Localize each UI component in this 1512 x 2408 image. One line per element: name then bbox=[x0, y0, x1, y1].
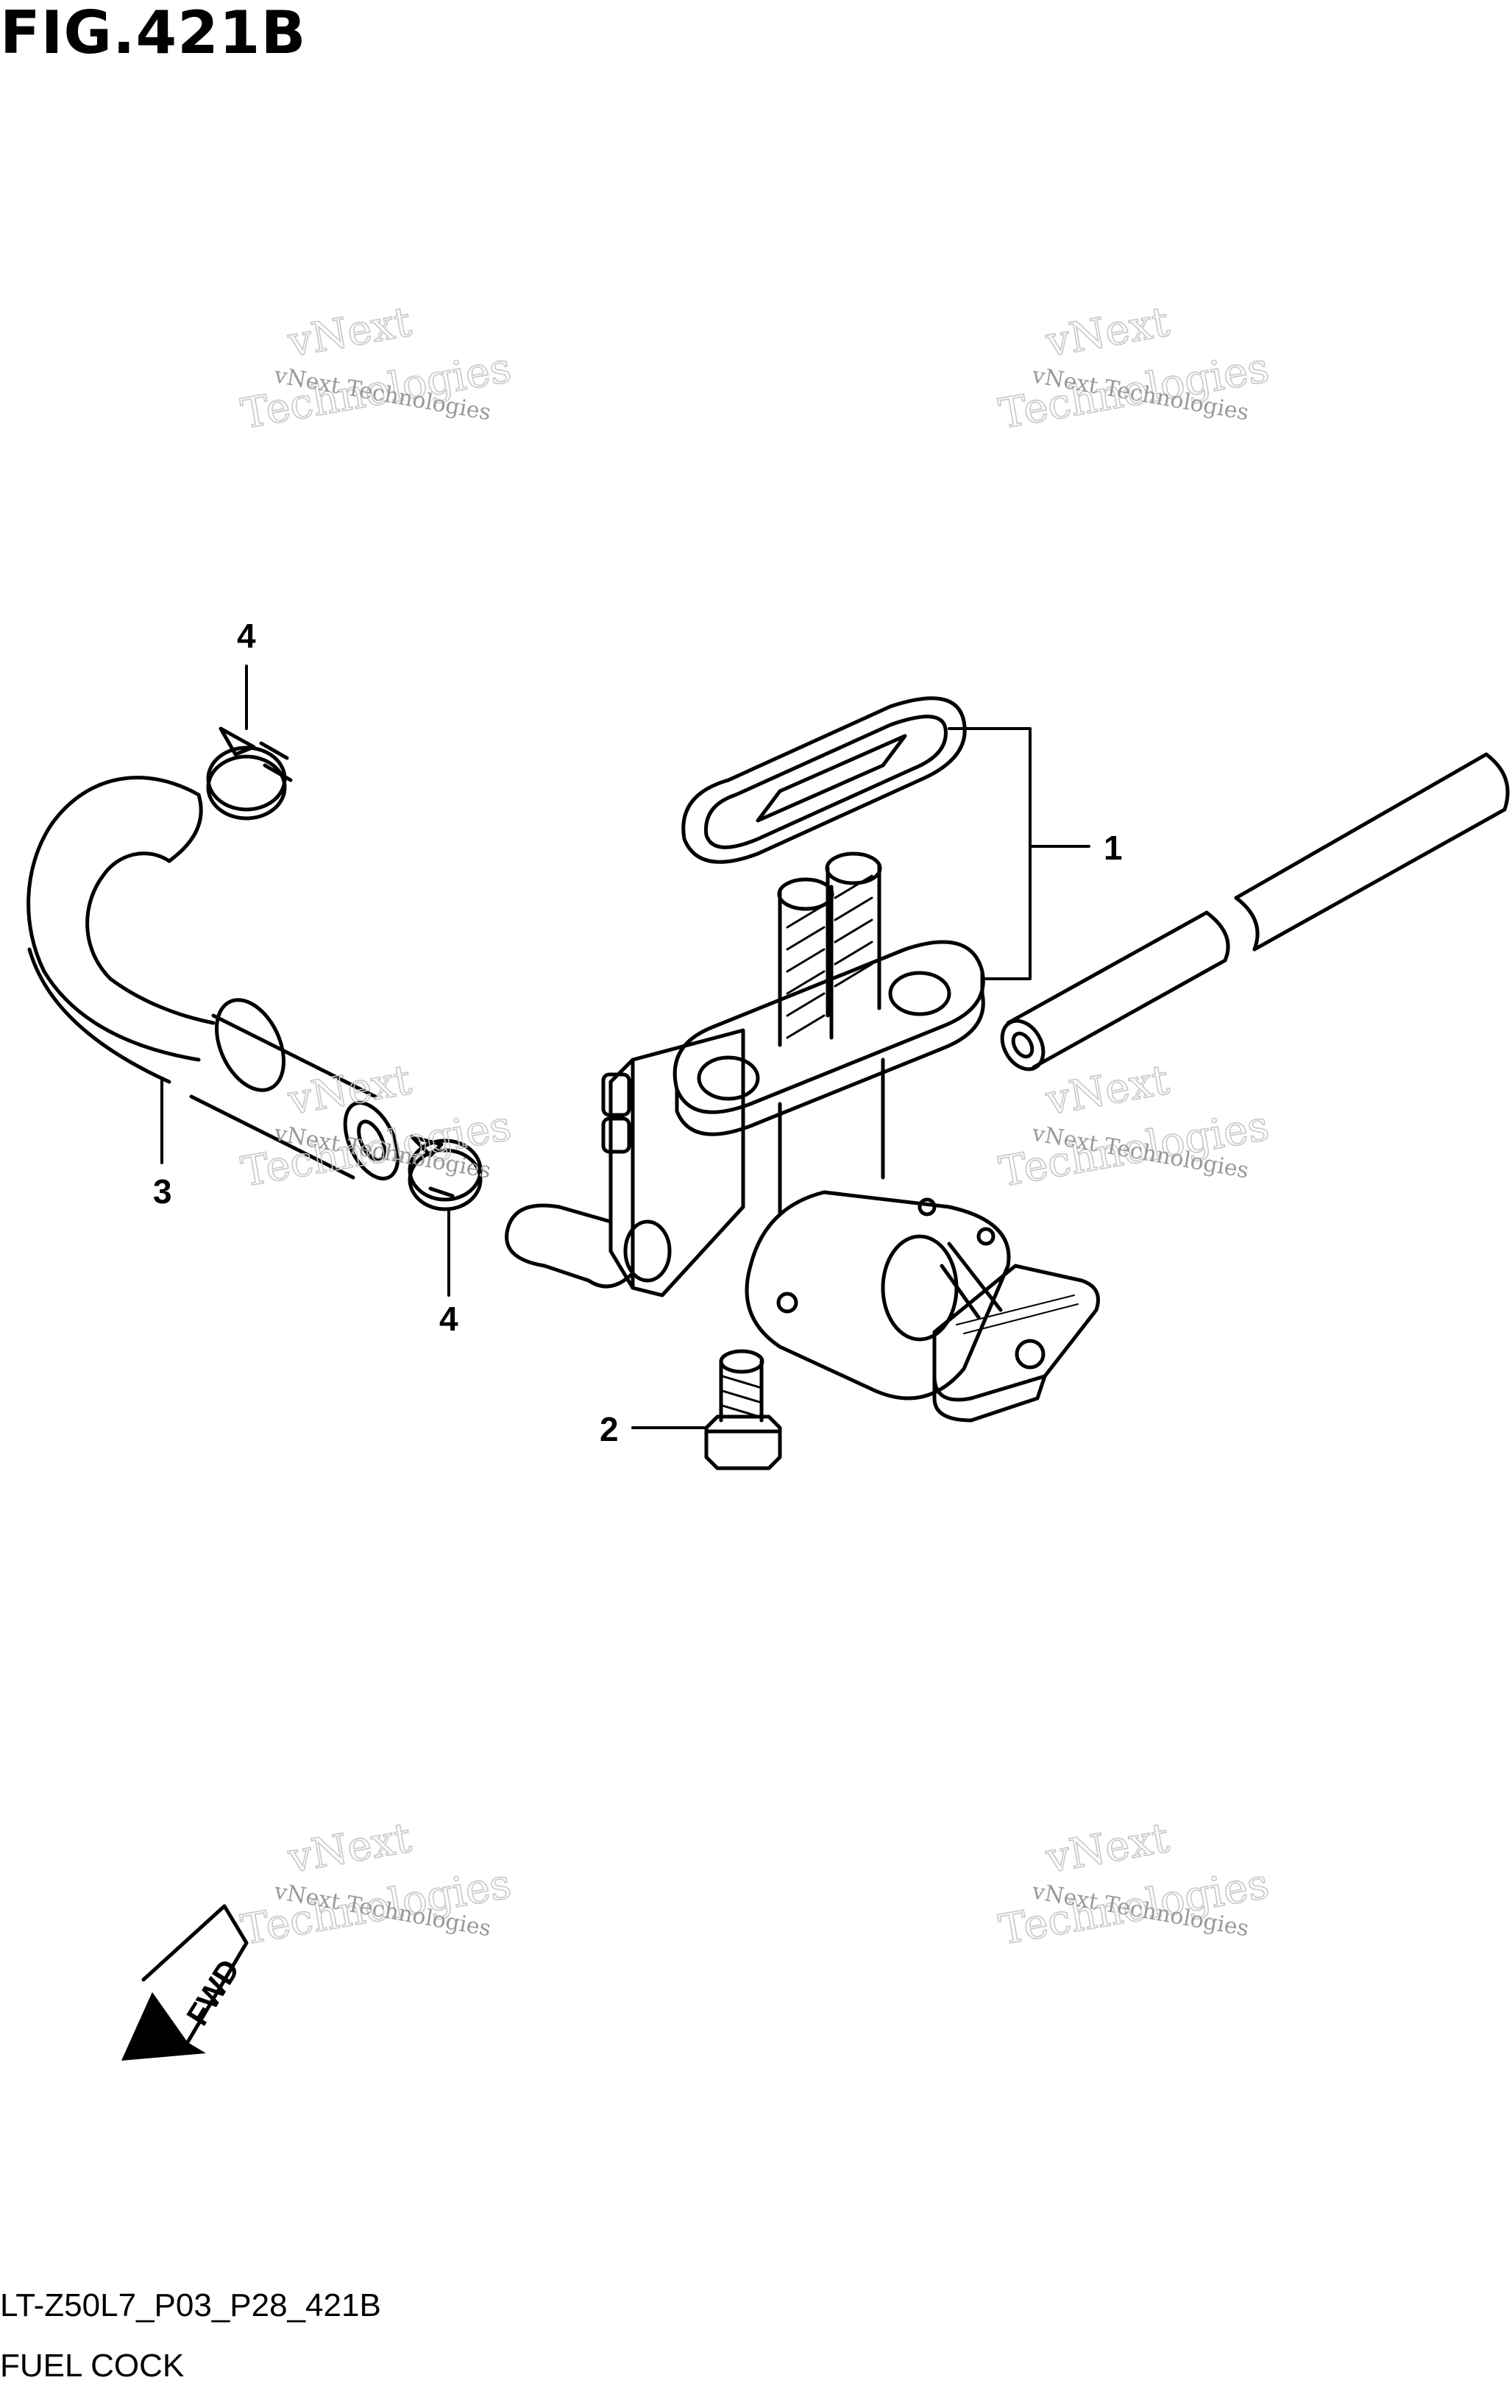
svg-text:vNext: vNext bbox=[284, 298, 415, 366]
figure-code: LT-Z50L7_P03_P28_421B bbox=[0, 2287, 381, 2323]
figure-title: FIG.421B bbox=[0, 0, 307, 67]
callout-1: 1 bbox=[1104, 829, 1123, 867]
callout-2: 2 bbox=[600, 1410, 619, 1448]
gasket-part-1 bbox=[681, 696, 967, 864]
fuel-cock-part-1 bbox=[505, 851, 1100, 1423]
svg-text:vNext: vNext bbox=[284, 1814, 415, 1883]
watermark-bottom-right: vNext Technologies vNext Technologies bbox=[995, 1813, 1273, 1955]
svg-text:vNext: vNext bbox=[1042, 298, 1173, 366]
callout-4-bottom: 4 bbox=[439, 1300, 458, 1338]
watermark-mid-left: vNext Technologies vNext Technologies bbox=[237, 1055, 515, 1197]
clamp-part-4-bottom bbox=[408, 1135, 483, 1211]
fwd-arrow-icon bbox=[121, 1904, 249, 2061]
watermark-top-right: vNext Technologies vNext Technologies bbox=[995, 297, 1273, 439]
svg-text:vNext: vNext bbox=[1042, 1814, 1173, 1883]
svg-text:vNext: vNext bbox=[284, 1056, 415, 1125]
clamp-part-4-top bbox=[206, 726, 293, 821]
watermark-top-left: vNext Technologies vNext Technologies bbox=[237, 297, 515, 439]
svg-text:vNext: vNext bbox=[1042, 1056, 1173, 1125]
hose-part-3 bbox=[26, 776, 400, 1180]
hose-straight bbox=[1000, 752, 1510, 1072]
watermark-bottom-left: vNext Technologies vNext Technologies bbox=[237, 1813, 515, 1955]
bolt-part-2 bbox=[704, 1349, 782, 1470]
callout-4-top: 4 bbox=[237, 617, 256, 655]
callout-3: 3 bbox=[153, 1172, 172, 1211]
figure-name: FUEL COCK bbox=[0, 2348, 185, 2384]
